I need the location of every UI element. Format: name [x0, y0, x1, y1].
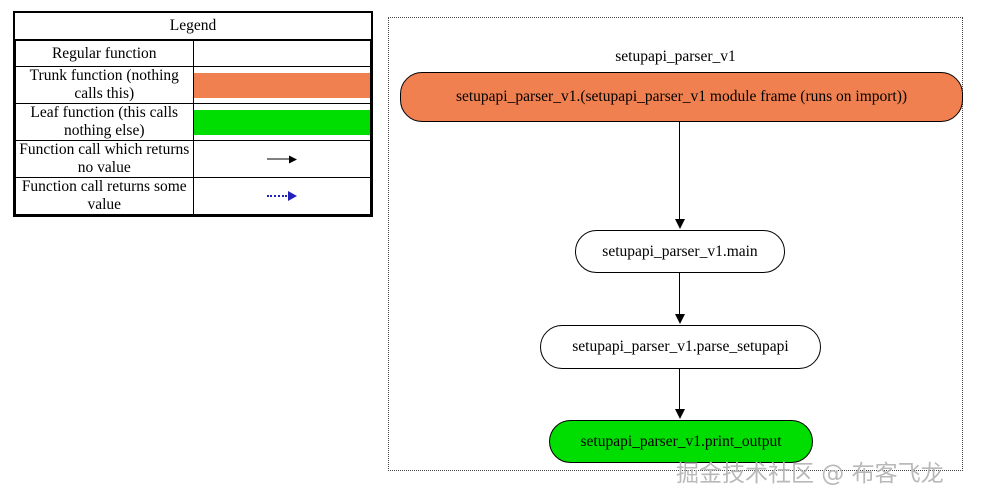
legend-marker-leaf-function	[192, 103, 371, 141]
edge-shaft	[679, 369, 681, 410]
cluster-title: setupapi_parser_v1	[615, 48, 736, 65]
legend-marker-call-no-value	[192, 140, 371, 178]
arrow-shaft	[266, 195, 287, 197]
legend-label-regular-function: Regular function	[15, 39, 194, 67]
legend-row-trunk-function: Trunk function (nothing calls this)	[15, 66, 371, 104]
graph-node-main[interactable]: setupapi_parser_v1.main	[575, 230, 785, 273]
edge-arrowhead	[674, 409, 685, 419]
legend-panel: Legend Regular function Trunk function (…	[13, 11, 373, 217]
edge-arrowhead	[674, 314, 685, 324]
arrow-head	[287, 191, 297, 201]
legend-marker-call-some-value	[192, 177, 371, 215]
graph-node-print-output[interactable]: setupapi_parser_v1.print_output	[549, 420, 813, 463]
legend-row-call-some-value: Function call returns some value	[15, 177, 371, 215]
legend-title-row: Legend	[15, 13, 371, 41]
color-swatch-white	[193, 41, 370, 66]
legend-title: Legend	[15, 13, 371, 41]
arrow-shaft	[266, 158, 289, 160]
color-swatch-green	[193, 109, 370, 135]
color-swatch-orange	[193, 72, 370, 98]
edge-shaft	[679, 273, 681, 315]
legend-row-leaf-function: Leaf function (this calls nothing else)	[15, 103, 371, 141]
graph-node-parse-setupapi[interactable]: setupapi_parser_v1.parse_setupapi	[540, 325, 821, 369]
arrow-head	[288, 155, 297, 163]
edge-arrowhead	[674, 219, 685, 229]
legend-label-trunk-function: Trunk function (nothing calls this)	[15, 66, 194, 104]
dashed-arrow-glyph	[266, 191, 297, 201]
legend-row-call-no-value: Function call which returns no value	[15, 140, 371, 178]
legend-table: Legend Regular function Trunk function (…	[15, 13, 371, 215]
graph-node-module-frame[interactable]: setupapi_parser_v1.(setupapi_parser_v1 m…	[400, 72, 963, 122]
legend-label-call-no-value: Function call which returns no value	[15, 140, 194, 178]
solid-arrow-glyph	[266, 155, 297, 164]
legend-label-call-some-value: Function call returns some value	[15, 177, 194, 215]
legend-marker-trunk-function	[192, 66, 371, 104]
legend-row-regular-function: Regular function	[15, 39, 371, 67]
edge-shaft	[679, 122, 681, 220]
legend-label-leaf-function: Leaf function (this calls nothing else)	[15, 103, 194, 141]
legend-marker-regular-function	[192, 39, 371, 67]
solid-arrow-icon	[194, 147, 371, 172]
dashed-arrow-icon	[194, 184, 371, 209]
